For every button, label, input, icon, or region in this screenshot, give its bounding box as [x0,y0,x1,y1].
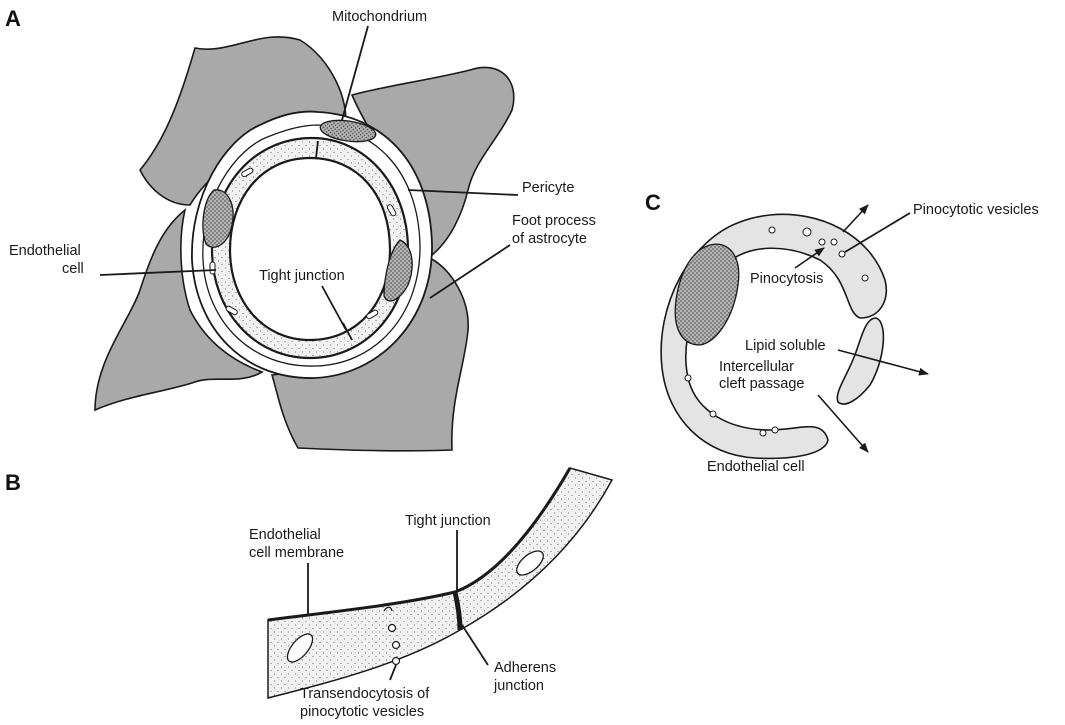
label-adherens-2: junction [494,678,544,694]
endothelial-cell-c [660,213,887,460]
label-lipid-soluble: Lipid soluble [745,338,826,354]
panel-b-drawing [267,467,614,699]
mitochondrium [319,119,377,143]
label-intercellular-2: cleft passage [719,376,805,392]
label-pericyte: Pericyte [522,180,575,196]
label-endothelial-cell-c: Endothelial cell [707,459,805,475]
astrocyte-foot-left [94,207,264,412]
label-foot-process-2: of astrocyte [512,231,587,247]
label-foot-process-1: Foot process [512,213,596,229]
nucleus-c [674,243,740,346]
label-transendo-2: pinocytotic vesicles [300,704,425,720]
panel-a-drawing [94,25,519,452]
label-tight-junction-b: Tight junction [405,513,491,529]
label-adherens-1: Adherens [494,660,557,676]
label-membrane-2: cell membrane [249,545,345,561]
nucleus-left [202,189,234,248]
label-mitochondrium: Mitochondrium [332,9,428,25]
label-membrane-1: Endothelial [249,527,321,543]
endothelial-cell-c-fragment [836,317,885,405]
panel-label-c: C [645,190,661,215]
panel-label-b: B [5,470,21,495]
panel-label-a: A [5,6,21,31]
label-intercellular-1: Intercellular [719,359,794,375]
panel-c-drawing [660,204,929,460]
label-tight-junction-a: Tight junction [259,268,345,284]
basement-membrane [202,124,421,367]
label-pinocytosis: Pinocytosis [750,271,824,287]
label-endothelial-2: cell [62,261,84,277]
label-pinocytotic-vesicles: Pinocytotic vesicles [913,202,1039,218]
label-endothelial-1: Endothelial [9,243,81,259]
nucleus-right [383,239,413,302]
endothelial-membrane-segment [267,467,614,699]
junction-b [452,591,463,631]
label-transendo-1: Transendocytosis of [300,686,430,702]
